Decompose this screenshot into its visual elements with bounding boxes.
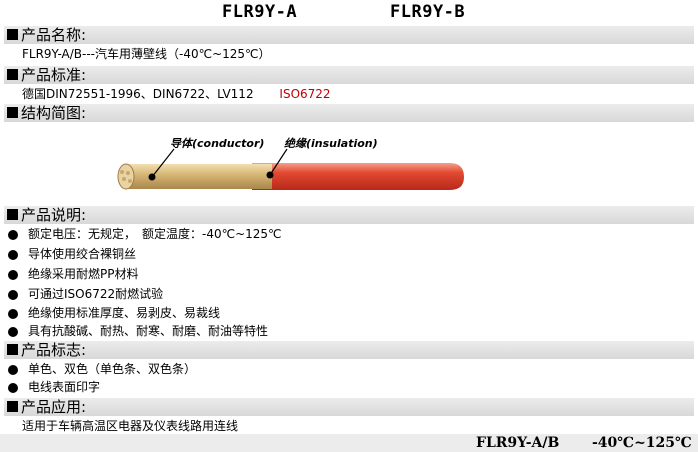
section-square-icon: [7, 344, 18, 355]
bullet-icon: [8, 250, 18, 260]
section-heading: 产品名称:: [21, 26, 87, 44]
section-square-icon: [7, 401, 18, 412]
bullet-icon: [8, 365, 18, 375]
bullet-icon: [8, 327, 18, 337]
list-item: 绝缘采用耐燃PP材料: [28, 267, 139, 281]
footer-bar: FLR9Y-A/B -40℃~125℃: [0, 434, 698, 452]
footer-model: FLR9Y-A/B: [476, 435, 560, 451]
section-bar-standard: 产品标准:: [4, 66, 694, 84]
cable-structure-diagram: 导体(conductor) 绝缘(insulation): [117, 137, 464, 190]
conductor-end: [117, 163, 135, 190]
footer-temp: -40℃~125℃: [592, 435, 692, 451]
bullet-icon: [8, 383, 18, 393]
list-item: 额定电压：无规定， 额定温度：-40℃~125℃: [28, 227, 282, 241]
section-square-icon: [7, 29, 18, 40]
section-bar-marking: 产品标志:: [4, 341, 694, 359]
list-item: 电线表面印字: [28, 380, 101, 394]
insulation-label: 绝缘(insulation): [284, 137, 378, 150]
section-bar-application: 产品应用:: [4, 398, 694, 416]
bullet-icon: [8, 290, 18, 300]
section-heading: 产品说明:: [21, 206, 87, 224]
bullet-icon: [8, 230, 18, 240]
standard-highlight: ISO6722: [279, 87, 331, 101]
list-item: 可通过ISO6722耐燃试验: [28, 287, 164, 301]
section-heading: 产品应用:: [21, 398, 87, 416]
section-bar-name: 产品名称:: [4, 26, 694, 44]
list-item: 绝缘使用标准厚度、易剥皮、易裁线: [28, 306, 221, 320]
title-b: FLR9Y-B: [390, 2, 466, 22]
list-item: 单色、双色（单色条、双色条）: [28, 362, 197, 376]
bullet-icon: [8, 309, 18, 319]
conductor-shape: [126, 164, 272, 189]
standard-text: 德国DIN72551-1996、DIN6722、LV112 ISO6722: [22, 87, 331, 102]
section-heading: 产品标志:: [21, 341, 87, 359]
application-text: 适用于车辆高温区电器及仪表线路用连线: [22, 419, 239, 433]
section-heading: 产品标准:: [21, 66, 87, 84]
title-a: FLR9Y-A: [222, 2, 298, 22]
standard-list: 德国DIN72551-1996、DIN6722、LV112: [22, 87, 254, 101]
section-bar-structure: 结构简图:: [4, 104, 694, 122]
section-square-icon: [7, 107, 18, 118]
section-bar-description: 产品说明:: [4, 206, 694, 224]
list-item: 导体使用绞合裸铜丝: [28, 247, 137, 261]
conductor-label: 导体(conductor): [170, 137, 264, 150]
section-square-icon: [7, 209, 18, 220]
insulation-shape: [252, 163, 464, 190]
list-item: 具有抗酸碱、耐热、耐寒、耐磨、耐油等特性: [28, 324, 269, 338]
section-square-icon: [7, 69, 18, 80]
section-heading: 结构简图:: [21, 104, 87, 122]
title-row: FLR9Y-A FLR9Y-B: [0, 2, 698, 24]
bullet-icon: [8, 270, 18, 280]
product-name-text: FLR9Y-A/B---汽车用薄壁线（-40℃~125℃）: [22, 47, 271, 61]
